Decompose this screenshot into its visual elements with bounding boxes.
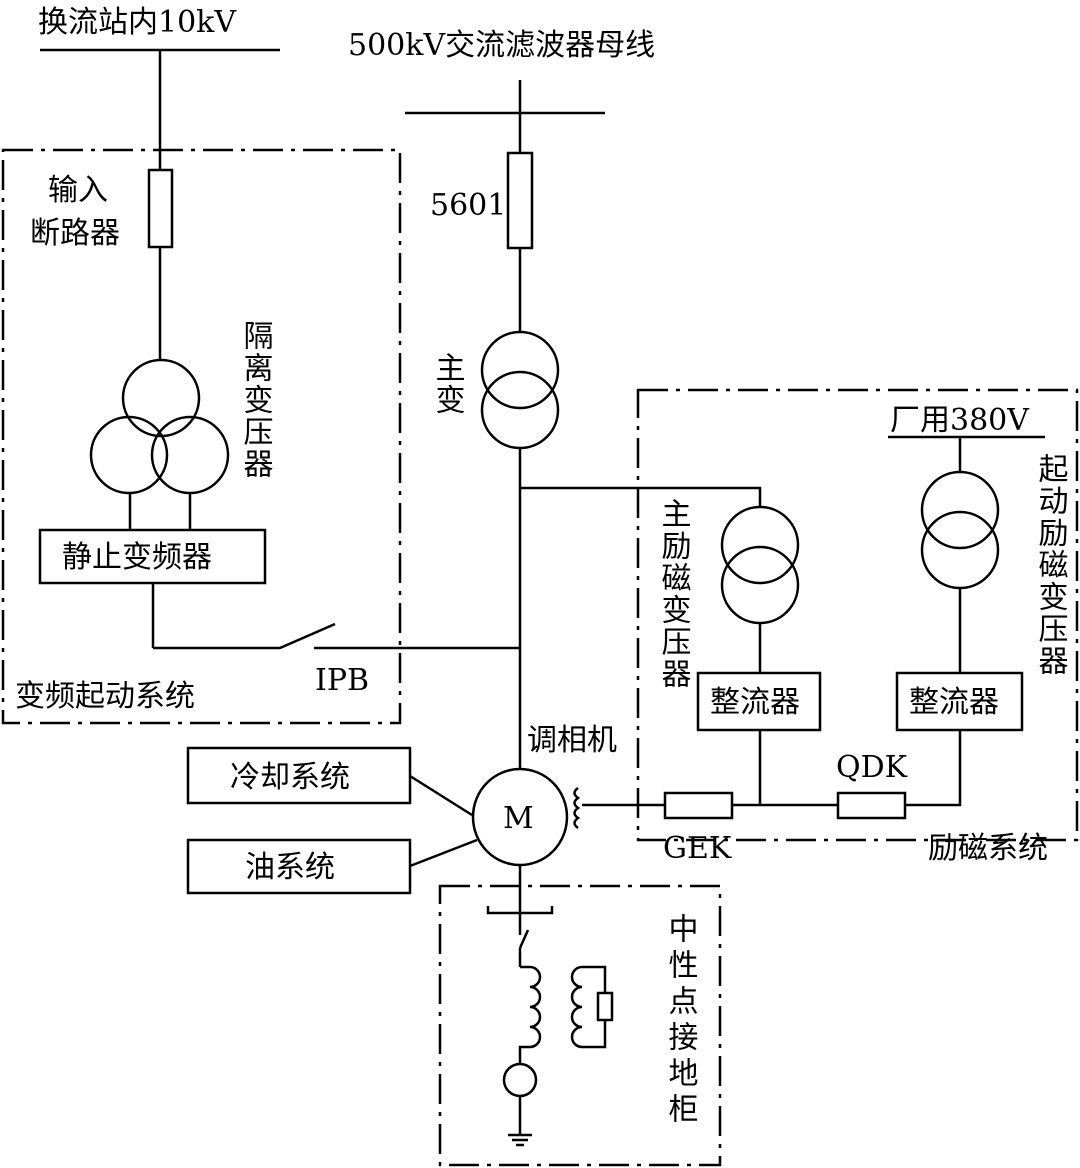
current-transformer (502, 1062, 538, 1098)
oil-system-box (186, 838, 412, 895)
label-gek: GEK (663, 831, 732, 866)
label-bus-500kv: 500kV交流滤波器母线 (348, 28, 655, 63)
excitation-branch (573, 435, 1045, 830)
label-neutral-grounding: 中性点接地柜 (663, 913, 699, 1129)
label-5601: 5601 (430, 188, 506, 223)
start-rectifier-box (895, 671, 1024, 732)
input-breaker (147, 168, 174, 249)
excitation-system-boundary (636, 388, 1079, 842)
label-start-excitation-transformer: 起动励磁变压器 (1033, 453, 1069, 677)
main-transformer-symbol (480, 330, 560, 410)
label-oil-system: 油系统 (245, 850, 335, 885)
label-sfc-system: 变频起动系统 (15, 679, 195, 714)
label-sfc: 静止变频器 (62, 540, 212, 575)
label-input-breaker-2: 断路器 (30, 216, 120, 251)
isolation-transformer-symbol (89, 358, 230, 495)
cooling-system-box (186, 746, 412, 805)
qdk-switch (836, 791, 907, 820)
label-cooling-system: 冷却系统 (230, 760, 350, 795)
sfc-branch (38, 48, 520, 650)
label-station-380v: 厂用380V (890, 403, 1030, 438)
start-excitation-transformer-symbol (920, 470, 1000, 550)
label-bus-10kv: 换流站内10kV (38, 5, 237, 40)
sfc-box (38, 528, 267, 585)
main-excitation-transformer-symbol (720, 505, 800, 585)
label-input-breaker-1: 输入 (48, 173, 108, 208)
neutral-grounding-circuit (486, 865, 614, 1147)
gek-switch (663, 791, 734, 820)
breaker-5601 (506, 151, 534, 250)
label-isolation-transformer: 隔离变压器 (238, 320, 274, 480)
label-ipb: IPB (315, 663, 369, 698)
label-start-rectifier: 整流器 (909, 685, 999, 720)
ground-icon (508, 1133, 532, 1147)
label-excitation-system: 励磁系统 (928, 831, 1048, 866)
grounding-transformer-primary (518, 965, 542, 1064)
label-condenser: 调相机 (527, 723, 617, 758)
label-motor: M (503, 801, 534, 836)
sfc-system-boundary (1, 148, 402, 725)
main-rectifier-box (696, 671, 822, 732)
label-main-rectifier: 整流器 (710, 685, 800, 720)
neutral-grounding-boundary (438, 884, 722, 1167)
label-qdk: QDK (836, 750, 908, 785)
ipb-switch (153, 622, 336, 650)
field-winding-icon (573, 786, 581, 830)
main-branch (405, 80, 762, 770)
resistor (596, 991, 614, 1022)
label-main-excitation-transformer: 主励磁变压器 (656, 498, 692, 690)
label-main-transformer: 主变 (430, 352, 465, 416)
